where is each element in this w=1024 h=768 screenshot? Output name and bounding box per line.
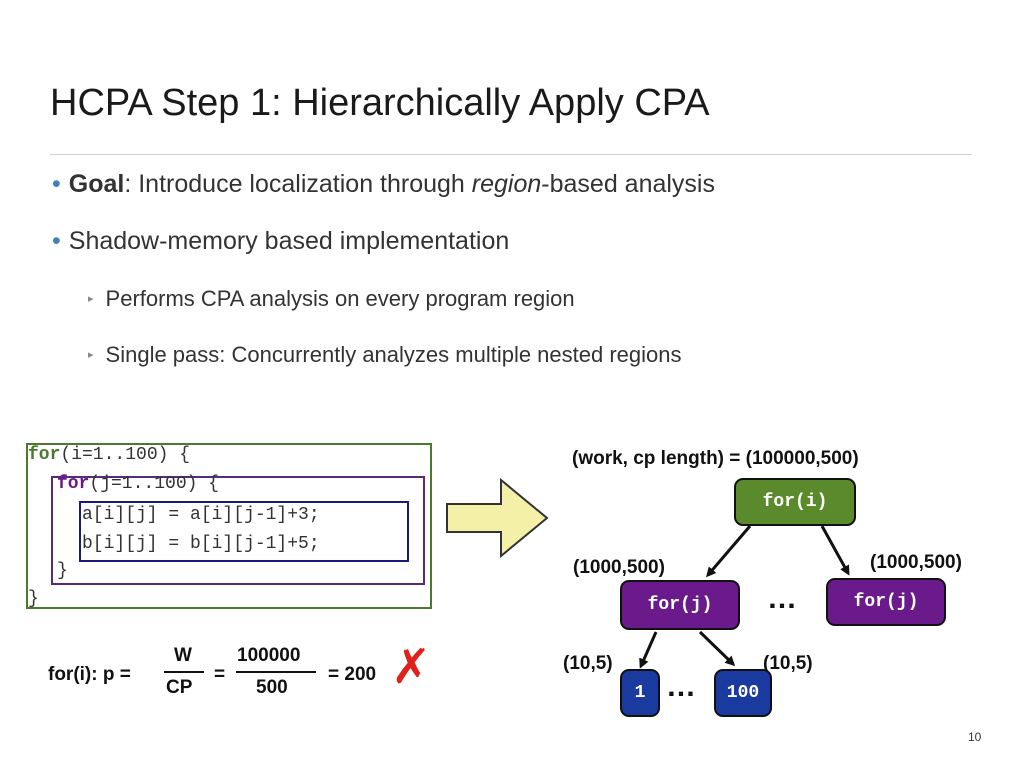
code-line-a: a[i][j] = a[i][j-1]+3;	[82, 505, 320, 525]
loop-body-box	[79, 501, 409, 562]
code-line-close-inner: }	[57, 561, 68, 581]
sub-bullet-text: Single pass: Concurrently analyzes multi…	[105, 342, 682, 367]
tree-node-right-child: for(j)	[826, 578, 946, 626]
bullet-dot-icon: •	[52, 227, 61, 255]
edge-root-right	[820, 525, 850, 576]
sub-bullet-arrow-icon: ▸	[88, 349, 94, 361]
sub-bullet-text: Performs CPA analysis on every program r…	[105, 286, 575, 311]
sub-bullet-cpa-every-region: ▸ Performs CPA analysis on every program …	[88, 286, 575, 312]
page-number: 10	[968, 730, 982, 744]
bullet-goal-italic: region	[471, 170, 542, 198]
formula-result: = 200	[328, 664, 377, 685]
leaves-ellipsis: …	[666, 670, 697, 703]
inner-loop-box	[51, 476, 425, 585]
bullet-goal-text: : Introduce localization through	[124, 170, 472, 198]
bullet-goal-bold: Goal	[68, 170, 125, 198]
edge-left-leaf1	[639, 631, 658, 669]
bullet-shadow-memory: •Shadow-memory based implementation	[52, 227, 509, 256]
tree-leaf-last: 100	[714, 669, 772, 717]
formula-numerator-work: 100000	[237, 645, 301, 666]
bullet-goal-tail: -based analysis	[541, 170, 715, 198]
code-line-outer-for: for(i=1..100) {	[28, 445, 190, 465]
left-child-label: (1000,500)	[573, 557, 665, 578]
code-line-close-outer: }	[28, 589, 39, 609]
bullet-dot-icon: •	[52, 170, 61, 198]
tree-header-label: (work, cp length) = (100000,500)	[572, 448, 859, 469]
cross-mark-icon: ✗	[391, 641, 432, 694]
formula-denominator-cp: CP	[166, 677, 193, 698]
code-line-b: b[i][j] = b[i][j-1]+5;	[82, 534, 320, 554]
leaf2-label: (10,5)	[763, 653, 813, 674]
leaf1-label: (10,5)	[563, 653, 613, 674]
siblings-ellipsis: …	[767, 582, 798, 615]
code-keyword: for	[57, 474, 90, 494]
code-text: (j=1..100) {	[89, 474, 220, 494]
tree-edges	[639, 525, 850, 669]
bullet-shadow-memory-text: Shadow-memory based implementation	[68, 227, 510, 255]
fraction-bar	[236, 671, 316, 673]
right-child-label: (1000,500)	[870, 552, 962, 573]
tree-node-left-child: for(j)	[620, 580, 740, 630]
outer-loop-box	[26, 443, 432, 609]
formula-equals: =	[214, 664, 226, 685]
fraction-bar	[164, 671, 204, 673]
title-divider	[50, 154, 972, 155]
sub-bullet-arrow-icon: ▸	[88, 293, 94, 305]
formula-lhs: for(i): p =	[48, 664, 131, 685]
right-arrow-icon	[446, 478, 549, 558]
sub-bullet-single-pass: ▸ Single pass: Concurrently analyzes mult…	[88, 342, 682, 368]
tree-leaf-first: 1	[620, 669, 660, 717]
edge-root-left	[706, 525, 752, 578]
formula-numerator-w: W	[174, 645, 192, 666]
code-line-inner-for: for(j=1..100) {	[57, 474, 219, 494]
edge-left-leaf2	[698, 630, 736, 667]
tree-node-root: for(i)	[734, 478, 856, 526]
slide-title: HCPA Step 1: Hierarchically Apply CPA	[50, 82, 710, 124]
bullet-goal: •Goal: Introduce localization through re…	[52, 170, 715, 199]
code-text: (i=1..100) {	[60, 445, 191, 465]
formula-denominator-cp-length: 500	[256, 677, 288, 698]
code-keyword: for	[28, 445, 61, 465]
